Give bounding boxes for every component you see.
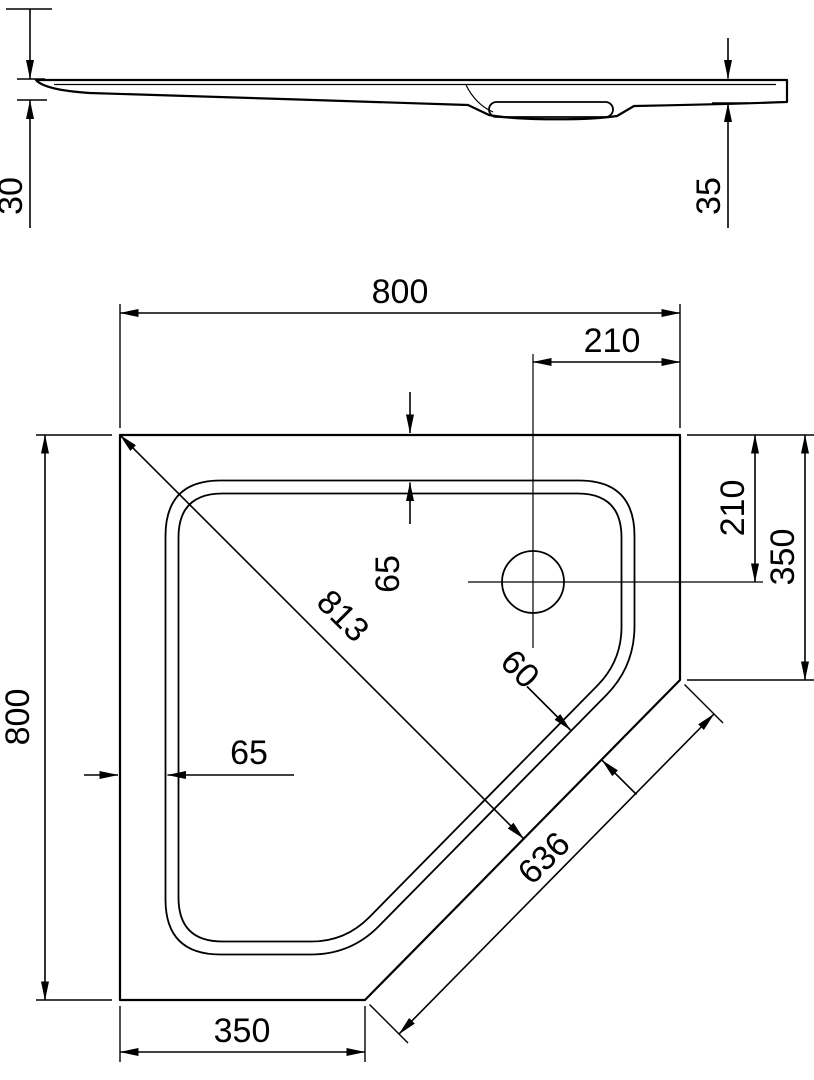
dim-label-350-right: 350 xyxy=(764,529,802,586)
dim-label-800-top: 800 xyxy=(372,273,429,311)
dim-label-800-left: 800 xyxy=(0,689,37,746)
dim-label-210-top: 210 xyxy=(584,322,641,360)
dimension-line xyxy=(119,434,525,840)
dim-label-65-top: 65 xyxy=(369,555,407,593)
dim-label-210-right: 210 xyxy=(714,480,752,537)
dim-label-350-bottom: 350 xyxy=(214,1012,271,1050)
dim-label-65-left: 65 xyxy=(230,734,268,772)
extension-line xyxy=(684,684,724,724)
dim-label-35: 35 xyxy=(690,177,728,215)
dimension-arrow-line xyxy=(526,685,572,731)
dimension-line xyxy=(398,713,715,1035)
tray-profile-outline xyxy=(34,78,789,121)
side-view: 30 35 xyxy=(0,8,789,228)
dimension-arrow-line xyxy=(601,759,638,796)
extension-line xyxy=(369,1004,409,1044)
drain-profile xyxy=(488,101,614,118)
dim-label-813: 813 xyxy=(309,583,376,650)
dim-label-60: 60 xyxy=(493,642,547,696)
plan-view: 800 210 800 210 350 65 813 60 65 xyxy=(0,273,814,1062)
dim-label-30: 30 xyxy=(0,177,30,215)
